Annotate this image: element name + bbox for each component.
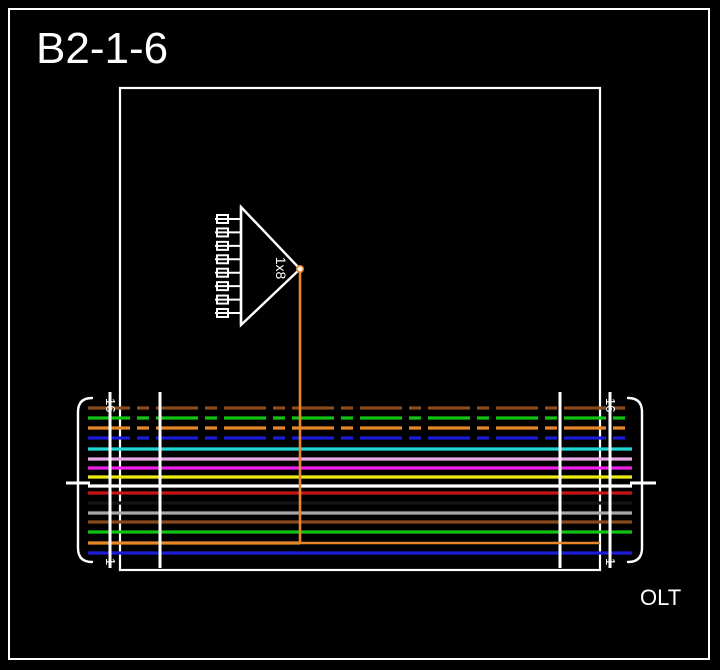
splitter-port-1-connector [216,214,229,224]
bracket-right-top-label: 16 [603,398,618,412]
fiber-bundle-bracket-left [76,396,94,564]
splitter-port-3-connector [216,240,229,251]
splitter-triangle [239,203,302,328]
cable-duct-rectangle [118,86,602,572]
optical-splitter[interactable]: 1x8 [215,203,304,328]
fiber-bundle [88,406,632,555]
duct-rails [108,392,612,568]
splitter-port-7-connector [216,294,229,305]
splitter-input-node [295,264,304,273]
splitter-port-8-connector [216,308,229,318]
splitter-port-6-connector [216,281,229,292]
olt-label: OLT [640,585,682,610]
outer-frame [8,8,710,660]
splitter-ratio-label: 1x8 [273,257,289,280]
splitter-port-4-connector [216,254,229,265]
splitter-output-ports [215,214,241,318]
fiber-bundle-bracket-right [626,396,644,564]
bracket-right-bottom-label: 1 [603,558,618,565]
page-title: B2-1-6 [36,24,169,73]
splitter-port-2-connector [216,227,229,238]
splitter-port-5-connector [216,267,229,278]
drop-cable [298,269,600,545]
bracket-left-bottom-label: 1 [103,558,118,565]
bracket-left-top-label: 16 [103,398,118,412]
